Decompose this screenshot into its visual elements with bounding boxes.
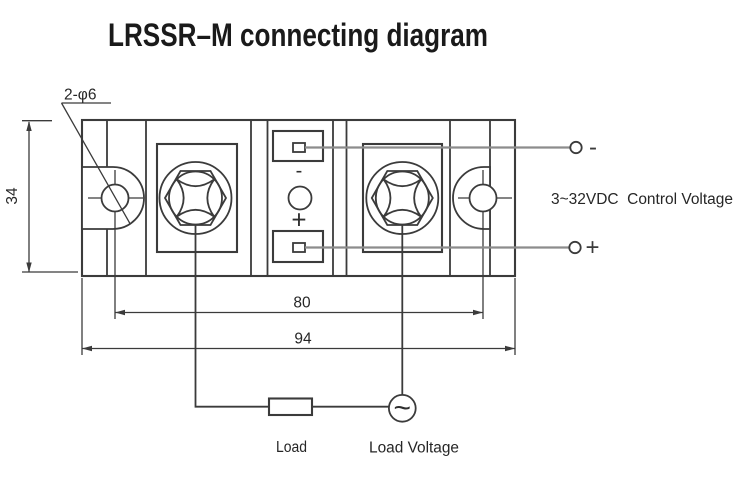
dimension-94: 94 (81, 278, 516, 355)
control-terminal-top-slot (292, 142, 306, 153)
dim94-arrow-right (505, 345, 515, 352)
screw2-head-circle (374, 170, 430, 226)
load-wire-left (194, 225, 269, 408)
control-wiring: - + 3~32VDC Control Voltage (305, 134, 733, 261)
control-plus-label: + (291, 205, 306, 235)
plus-terminal-circle (568, 240, 582, 255)
right-mounting-tab (452, 166, 512, 319)
relay-body (80, 118, 517, 278)
screw1-head-circle (168, 170, 223, 226)
mounting-hole-callout: 2-φ6 (64, 87, 96, 104)
left-mounting-tab (81, 166, 145, 319)
dim34-arrow-down (26, 262, 32, 273)
screw1-hex-head-icon (163, 170, 228, 226)
control-terminal-block: - + (271, 129, 325, 264)
load-circuit: ~ Load Load Voltage (194, 225, 459, 457)
mounting-hole-callout-group: 2-φ6 (60, 87, 132, 225)
dim80-value: 80 (293, 295, 311, 312)
control-terminal-bottom-slot (292, 242, 306, 253)
screw2-washer-circle (365, 161, 440, 235)
wire-plus-label: + (585, 234, 599, 261)
dimension-34: 34 (4, 120, 78, 273)
control-indicator-circle (287, 185, 313, 211)
dim34-arrow-up (26, 121, 32, 131)
screw1-housing (155, 142, 239, 254)
screw2-hex-head-icon (370, 170, 434, 226)
load-resistor-symbol (267, 397, 314, 417)
minus-terminal-circle (569, 140, 583, 155)
control-voltage-note: 3~32VDC Control Voltage (551, 191, 733, 208)
control-terminal-top (271, 129, 325, 163)
page-title: LRSSR–M connecting diagram (108, 17, 488, 53)
right-mounting-hole (468, 183, 498, 213)
dim94-value: 94 (294, 331, 312, 348)
dim94-arrow-left (82, 345, 92, 352)
ac-wave-symbol: ~ (394, 392, 412, 425)
mounting-hole-leader-line (60, 102, 132, 225)
screw1-washer-circle (158, 161, 233, 235)
dim34-value: 34 (4, 187, 21, 205)
dim80-arrow-right (473, 309, 483, 316)
load-screw-terminal-1 (155, 142, 239, 254)
dimension-80: 80 (115, 295, 483, 316)
control-minus-label: - (296, 160, 303, 182)
screw2-cross-recess-icon (382, 178, 422, 218)
screw1-cross-recess-icon (176, 178, 215, 218)
load-voltage-label: Load Voltage (369, 440, 459, 457)
wire-minus-label: - (589, 134, 597, 161)
dim80-arrow-left (115, 309, 125, 316)
load-label: Load (276, 439, 307, 456)
